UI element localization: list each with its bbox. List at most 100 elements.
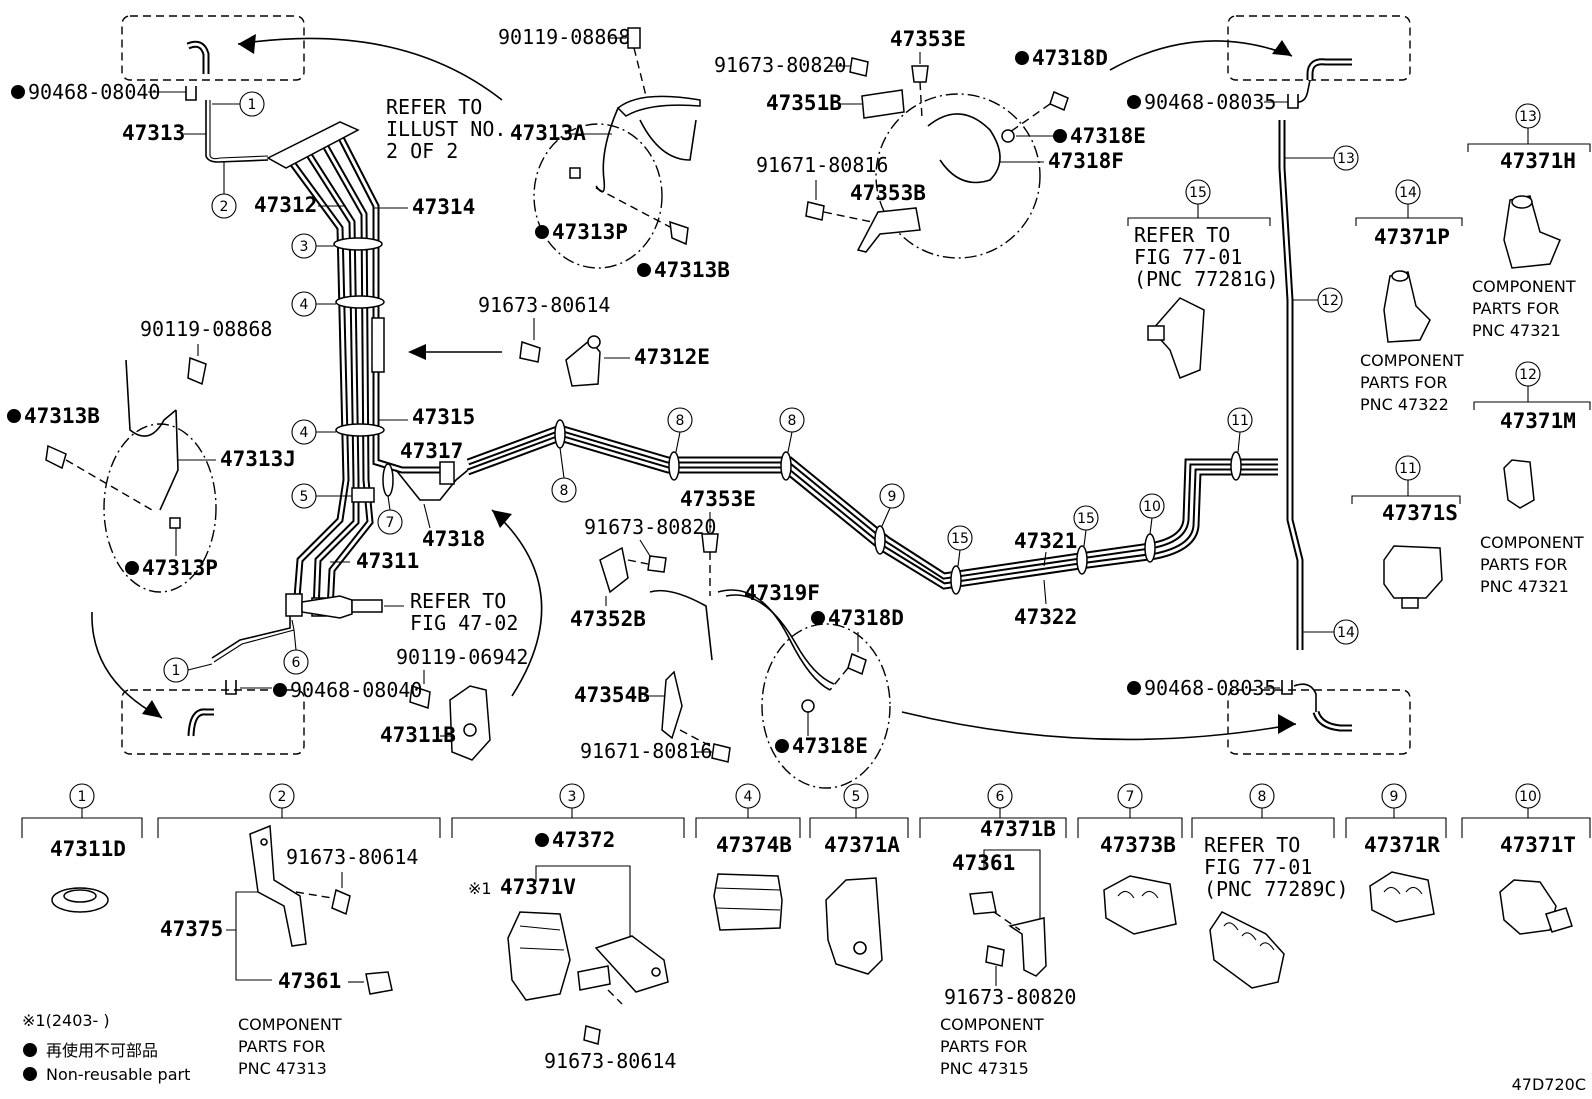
legend-non-reusable-jp: 再使用不可部品	[46, 1041, 158, 1060]
bracket-47372	[594, 935, 669, 993]
label-91673-80820-top: 91673-80820	[714, 53, 846, 77]
callout-1a: 1	[248, 97, 257, 113]
bracket-47371B	[1008, 917, 1047, 977]
bolt-90119-08868-top	[627, 27, 641, 49]
comp-47322-line1: COMPONENT	[1360, 351, 1464, 370]
callout-3a: 3	[300, 239, 309, 255]
tube-47313-lower	[211, 616, 291, 659]
bolt-91673-80614-b3	[583, 1025, 601, 1045]
refer-7701b-line2: FIG 77-01	[1204, 855, 1312, 879]
clamp-47371S	[1383, 545, 1443, 599]
valve-47311B	[449, 685, 491, 761]
label-47371P: 47371P	[1374, 225, 1450, 249]
label-47315: 47315	[412, 405, 475, 429]
label-47353E-top: 47353E	[890, 27, 966, 51]
diagram-code: 47D720C	[1512, 1075, 1586, 1094]
clamp-3	[333, 237, 383, 251]
label-47312E: 47312E	[634, 345, 710, 369]
clamp-9	[874, 525, 886, 555]
callout-8b: 8	[676, 413, 685, 429]
junction-block-top	[266, 121, 360, 169]
hose-47318F	[927, 113, 1001, 184]
label-90468-08035-top: 90468-08035	[1144, 90, 1276, 114]
bolt-91673-80820-mid	[647, 555, 667, 573]
label-47371S: 47371S	[1382, 501, 1458, 525]
arrow-to-47318	[491, 509, 543, 697]
label-90119-08868-left: 90119-08868	[140, 317, 272, 341]
label-47313A: 47313A	[510, 121, 586, 145]
callout-3b: 3	[568, 789, 577, 805]
label-47313P-left: 47313P	[142, 556, 218, 580]
detail-box-bottom-right	[1227, 689, 1411, 755]
callout-15b: 15	[1077, 511, 1095, 527]
bolt-91671-80816-mid	[711, 743, 731, 763]
callout-14a: 14	[1337, 625, 1355, 641]
callout-5a: 5	[300, 489, 309, 505]
bracket-47353B	[856, 207, 921, 253]
comp-47313-line3: PNC 47313	[238, 1059, 327, 1078]
callout-12b: 12	[1519, 367, 1537, 383]
callout-12a: 12	[1321, 293, 1339, 309]
label-47311: 47311	[356, 549, 419, 573]
clamp-47371M	[1503, 459, 1535, 509]
clamp-8c	[780, 451, 792, 481]
label-47312: 47312	[254, 193, 317, 217]
clamp-47371A	[825, 877, 883, 975]
label-47313P-top: 47313P	[552, 220, 628, 244]
legend-non-reusable-en: Non-reusable part	[46, 1065, 190, 1084]
label-47318E-mid: 47318E	[792, 734, 868, 758]
callout-2a: 2	[220, 199, 229, 215]
clamp-15a	[950, 565, 962, 595]
label-47361-bottom: 47361	[278, 969, 341, 993]
callout-4a: 4	[300, 297, 309, 313]
label-47313: 47313	[122, 121, 185, 145]
detail-pipe-tr	[1306, 58, 1352, 80]
label-47311B: 47311B	[380, 723, 456, 747]
refer-fig4702-line1: REFER TO	[410, 589, 506, 613]
refer-7701b-line3: (PNC 77289C)	[1204, 877, 1349, 901]
bracket-47312E	[565, 338, 601, 387]
detail-circle-47318D	[761, 623, 891, 789]
label-47371V: 47371V	[500, 875, 576, 899]
label-91671-80816-top: 91671-80816	[756, 153, 888, 177]
clamp-15b	[1076, 545, 1088, 575]
callout-10a: 10	[1143, 499, 1161, 515]
label-90468-08040-bottom: 90468-08040	[290, 678, 422, 702]
label-47318D-top: 47318D	[1032, 46, 1108, 70]
clip-47313P-left	[169, 517, 181, 529]
union-47317	[439, 461, 455, 485]
tube-47318	[395, 469, 469, 501]
callout-4b: 4	[300, 425, 309, 441]
comp-47321b-line1: COMPONENT	[1480, 533, 1584, 552]
label-47352B: 47352B	[570, 607, 646, 631]
arrow-to-tr-box	[1109, 40, 1293, 71]
nonreusable-dot	[11, 85, 25, 99]
clamp-8b	[668, 451, 680, 481]
clamp-11	[1230, 451, 1242, 481]
callout-5b: 5	[852, 789, 861, 805]
label-47371T: 47371T	[1500, 833, 1576, 857]
label-91673-80820-mid: 91673-80820	[584, 515, 716, 539]
label-47317: 47317	[400, 439, 463, 463]
clamp-47371P	[1383, 271, 1431, 343]
comp-47315-line2: PARTS FOR	[940, 1037, 1027, 1056]
detail-circle-47353B	[875, 93, 1041, 259]
detail-circle-47313A	[533, 123, 663, 269]
label-47314: 47314	[412, 195, 475, 219]
hose-47319F	[717, 589, 831, 691]
bolt-91673-80614-mid	[519, 340, 541, 363]
detail-circle-47313J	[103, 423, 217, 593]
washer-47318E	[801, 699, 815, 713]
callout-1b: 1	[172, 663, 181, 679]
refer-7701a-line1: REFER TO	[1134, 223, 1230, 247]
bracket-47354B	[661, 670, 683, 740]
label-47375: 47375	[160, 917, 223, 941]
comp-47321b-line3: PNC 47321	[1480, 577, 1569, 596]
label-47318D-mid: 47318D	[828, 606, 904, 630]
label-47313B-left: 47313B	[24, 404, 100, 428]
callout-15c: 15	[1189, 185, 1207, 201]
bracket-47312E-mount	[371, 317, 385, 373]
clamp-77281G	[1150, 297, 1205, 379]
label-47372: 47372	[552, 828, 615, 852]
detail-box-bottom-left	[121, 689, 305, 755]
